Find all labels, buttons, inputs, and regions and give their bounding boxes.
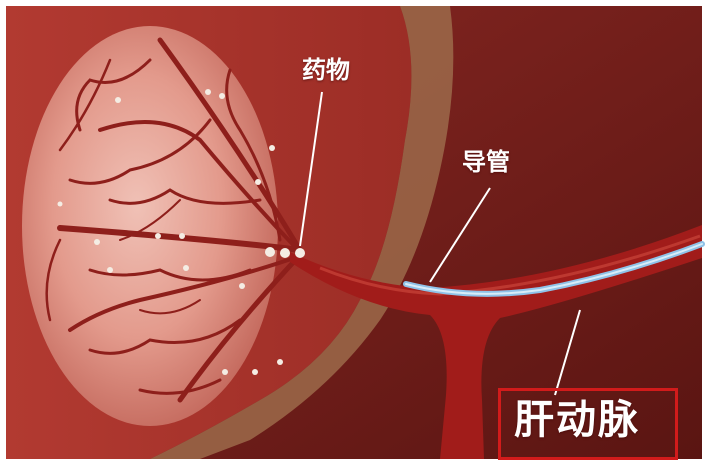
hepatic-artery-label: 肝动脉 — [514, 400, 640, 440]
drug-label: 药物 — [302, 58, 350, 82]
catheter-label: 导管 — [462, 150, 510, 174]
